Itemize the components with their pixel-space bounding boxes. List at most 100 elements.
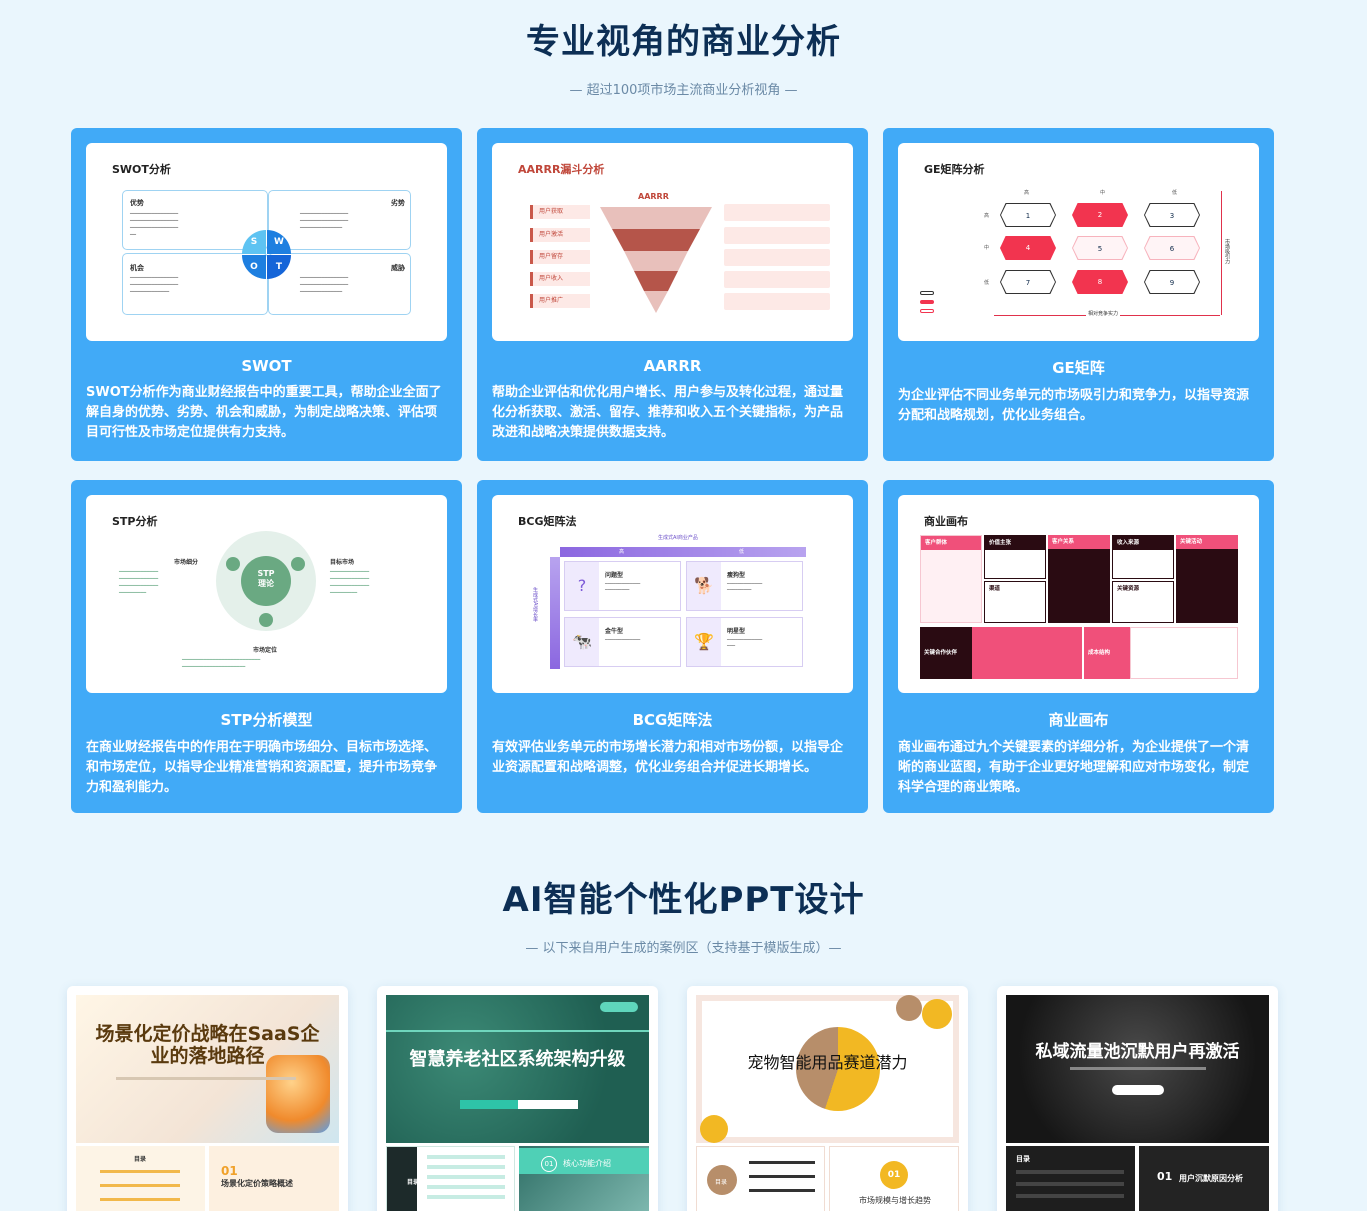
canvas-block: 客户关系	[1048, 535, 1110, 623]
ppt-slide-toc: 目录	[1006, 1146, 1135, 1211]
slide-number: 01	[221, 1164, 238, 1178]
slide-heading: 市场规模与增长趋势	[859, 1196, 931, 1205]
ppt-case-card[interactable]: 私域流量池沉默用户再激活 目录 01 用户沉默原因分析	[997, 986, 1278, 1211]
swot-label-opportunity: 机会	[130, 264, 144, 272]
section-title: 专业视角的商业分析	[526, 22, 841, 62]
ppt-case-card[interactable]: 场景化定价战略在SaaS企业的落地路径 目录 01 场景化定价策略概述	[67, 986, 348, 1211]
ppt-slide-section: 01 市场规模与增长趋势	[829, 1146, 959, 1211]
card-thumbnail: SWOT分析 优势 劣势 机会 威胁 ━━━━━━━━━━━━━━━━━━━━━…	[86, 143, 447, 341]
cover-3d-graphic	[266, 1055, 330, 1133]
slide-heading: 核心功能介绍	[563, 1159, 611, 1168]
analysis-card-grid: SWOT分析 优势 劣势 机会 威胁 ━━━━━━━━━━━━━━━━━━━━━…	[71, 128, 1274, 813]
ge-row-label: 低	[984, 280, 990, 286]
ge-col-label: 高	[1024, 190, 1030, 196]
trophy-icon: 🏆	[687, 618, 721, 666]
slide-toc-label: 目录	[1016, 1155, 1030, 1163]
bcg-box-name: 问题型	[605, 572, 624, 579]
stp-label: 市场细分	[174, 559, 199, 566]
stp-label: 市场定位	[253, 647, 278, 654]
analysis-card-swot[interactable]: SWOT分析 优势 劣势 机会 威胁 ━━━━━━━━━━━━━━━━━━━━━…	[71, 128, 462, 461]
analysis-card-aarrr[interactable]: AARRR漏斗分析 AARRR 用户获取 用户激活 用户留存 用户收入 用户推广…	[477, 128, 868, 461]
canvas-block: 客户群体	[920, 535, 982, 623]
ppt-cover: 私域流量池沉默用户再激活	[1006, 995, 1269, 1143]
swot-quadrant-o: O	[242, 255, 266, 279]
ge-col-label: 中	[1100, 190, 1106, 196]
card-name: STP分析模型	[220, 711, 313, 729]
canvas-block: 关键合作伙伴	[920, 627, 972, 679]
aarrr-step: 用户收入	[530, 272, 590, 286]
card-description: 为企业评估不同业务单元的市场吸引力和竞争力，以指导资源分配和战略规划，优化业务组…	[898, 388, 1250, 423]
stp-center-line: 理论	[258, 579, 274, 588]
bcg-cash-cow-box: 🐄 金牛型 ━━━━━━━━━━━━━	[564, 617, 681, 667]
cover-pie-graphic	[796, 1027, 880, 1111]
funnel-graphic	[600, 207, 712, 313]
swot-label-strength: 优势	[130, 199, 144, 207]
analysis-card-ge[interactable]: GE矩阵分析 高 中 低 高 中 低 1 2 3 4 5 6 7 8 9 市场吸…	[883, 128, 1274, 461]
ge-cell: 6	[1144, 236, 1200, 260]
ppt-slide-toc: 目录	[696, 1146, 825, 1211]
ppt-cover: 智慧养老社区系统架构升级	[386, 995, 649, 1143]
ge-cell: 5	[1072, 236, 1128, 260]
ppt-case-card[interactable]: 智慧养老社区系统架构升级 目录 01 核心功能介绍	[377, 986, 658, 1211]
analysis-card-canvas[interactable]: 商业画布 客户群体 价值主张 客户关系 收入来源 关键活动 渠道 关键资源 关键…	[883, 480, 1274, 813]
location-icon	[259, 613, 273, 627]
bcg-box-name: 明星型	[727, 628, 746, 635]
ge-col-label: 低	[1172, 190, 1178, 196]
thumbnail-title: GE矩阵分析	[924, 163, 985, 176]
ppt-slide-section: 01 核心功能介绍	[519, 1146, 649, 1211]
section-subtitle: — 以下来自用户生成的案例区（支持基于模版生成）—	[525, 941, 842, 956]
ppt-slide-toc: 目录	[386, 1146, 515, 1211]
dog-icon: 🐕	[687, 562, 721, 610]
bcg-low-label: 低	[739, 549, 745, 555]
slide-number: 01	[541, 1156, 557, 1172]
ge-cell: 1	[1000, 203, 1056, 227]
canvas-block: 关键活动	[1176, 535, 1238, 623]
card-thumbnail: STP分析 STP 理论 市场细分 目标市场 市场定位 ━━━━━━━━━━━━…	[86, 495, 447, 693]
bcg-dog-box: 🐕 瘦狗型 ━━━━━━━━━━━━━━━━━━━━━━	[686, 561, 803, 611]
ge-cell: 3	[1144, 203, 1200, 227]
stp-center: STP 理论	[241, 556, 291, 606]
aarrr-step: 用户激活	[530, 228, 590, 242]
y-axis-label: 市场吸引力	[1224, 239, 1230, 264]
ppt-title: 宠物智能用品赛道潜力	[747, 1053, 908, 1072]
card-thumbnail: 商业画布 客户群体 价值主张 客户关系 收入来源 关键活动 渠道 关键资源 关键…	[898, 495, 1259, 693]
card-description: 商业画布通过九个关键要素的详细分析，为企业提供了一个清晰的商业蓝图，有助于企业更…	[898, 740, 1250, 795]
card-name: AARRR	[643, 357, 702, 375]
canvas-block: 渠道	[984, 581, 1046, 623]
card-thumbnail: BCG矩阵法 生成式AI商业产品 高 低 生成式AI增长率 ? 问题型 ━━━━…	[492, 495, 853, 693]
analysis-card-bcg[interactable]: BCG矩阵法 生成式AI商业产品 高 低 生成式AI增长率 ? 问题型 ━━━━…	[477, 480, 868, 813]
card-name: 商业画布	[1048, 711, 1109, 729]
y-axis-line	[1221, 191, 1222, 315]
ge-row-label: 高	[984, 213, 990, 219]
bcg-side-bar	[550, 557, 560, 669]
slide-heading: 场景化定价策略概述	[221, 1179, 293, 1188]
swot-label-weakness: 劣势	[391, 199, 405, 207]
ppt-cover: 场景化定价战略在SaaS企业的落地路径	[76, 995, 339, 1143]
thumbnail-title: SWOT分析	[112, 163, 171, 176]
canvas-block-detail	[1130, 627, 1238, 679]
bcg-top-bar	[560, 547, 806, 557]
card-description: 有效评估业务单元的市场增长潜力和相对市场份额，以指导企业资源配置和战略调整，优化…	[492, 740, 844, 775]
bcg-high-label: 高	[619, 549, 625, 555]
swot-label-threat: 威胁	[391, 264, 405, 272]
segment-icon	[226, 557, 240, 571]
stp-center-line: STP	[257, 569, 275, 578]
canvas-block-detail	[972, 627, 1082, 679]
slide-toc-label: 目录	[134, 1156, 147, 1163]
canvas-block: 关键资源	[1112, 581, 1174, 623]
bcg-box-name: 金牛型	[605, 628, 624, 635]
section-title: AI智能个性化PPT设计	[502, 880, 865, 920]
slide-heading: 用户沉默原因分析	[1179, 1174, 1243, 1183]
slide-toc-label: 目录	[407, 1179, 420, 1186]
canvas-block: 收入来源	[1112, 535, 1174, 579]
card-thumbnail: GE矩阵分析 高 中 低 高 中 低 1 2 3 4 5 6 7 8 9 市场吸…	[898, 143, 1259, 341]
ge-cell: 9	[1144, 270, 1200, 294]
analysis-card-stp[interactable]: STP分析 STP 理论 市场细分 目标市场 市场定位 ━━━━━━━━━━━━…	[71, 480, 462, 813]
ppt-case-card[interactable]: 宠物智能用品赛道潜力 目录 01 市场规模与增长趋势	[687, 986, 968, 1211]
card-name: BCG矩阵法	[632, 711, 713, 729]
card-thumbnail: AARRR漏斗分析 AARRR 用户获取 用户激活 用户留存 用户收入 用户推广	[492, 143, 853, 341]
thumbnail-title: STP分析	[112, 515, 158, 528]
thumbnail-title: BCG矩阵法	[518, 515, 577, 528]
canvas-block: 价值主张	[984, 535, 1046, 579]
ppt-title: 场景化定价战略在SaaS企业的落地路径	[95, 1023, 320, 1067]
